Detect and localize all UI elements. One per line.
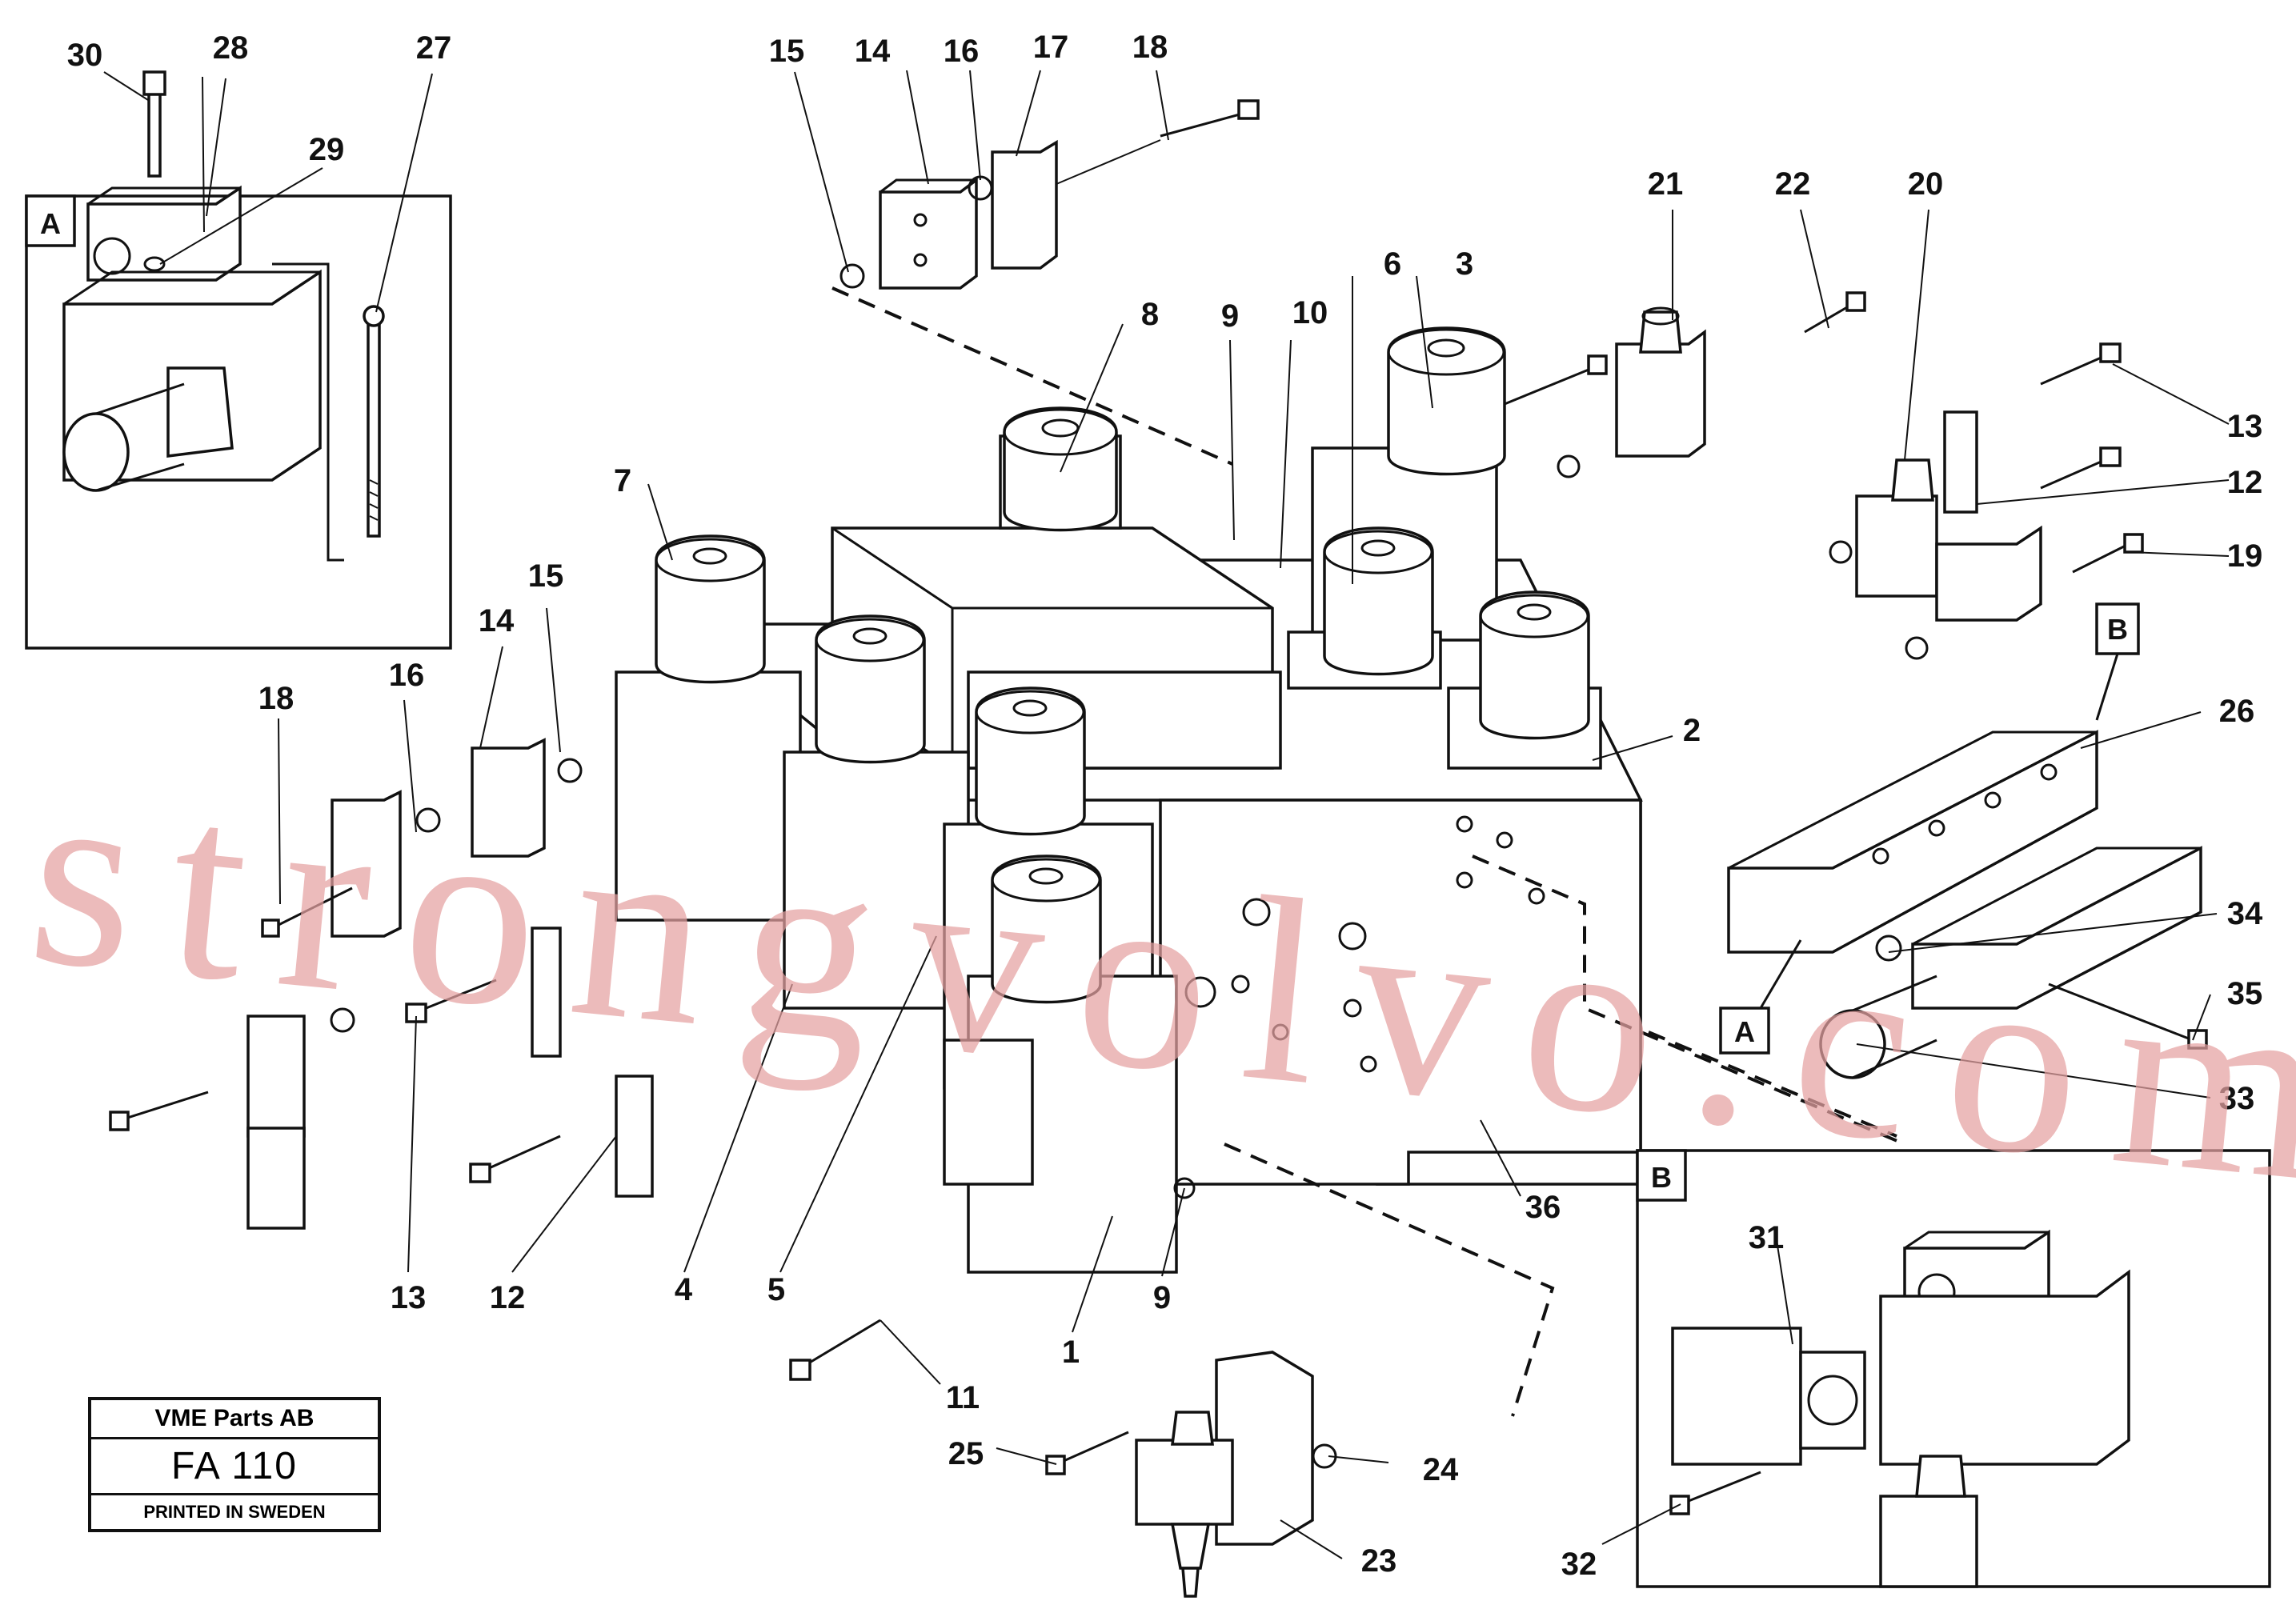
- plate-16-left: [331, 790, 402, 938]
- inset-a: A: [25, 70, 452, 650]
- part-label-13-right: 13: [2227, 409, 2263, 444]
- part-label-6: 6: [1384, 246, 1401, 282]
- right-side-components: B A: [1504, 291, 2208, 1138]
- solenoid-valves: [615, 326, 1602, 1274]
- part-label-11: 11: [946, 1380, 980, 1415]
- inset-a-screw: [147, 86, 162, 178]
- part-label-16-left: 16: [389, 658, 425, 693]
- inset-a-plunger: [62, 412, 130, 492]
- valve-23: [1045, 1351, 1337, 1598]
- inset-a-letter-box: [25, 194, 76, 247]
- part-number-labels: 30 28 29 27 15 14 16 17 18 8 9 10 6 3 21…: [67, 30, 2263, 1582]
- solenoid-valve-6: [1287, 526, 1442, 690]
- part-label-9: 9: [1221, 298, 1239, 334]
- part-label-26: 26: [2219, 694, 2255, 729]
- part-label-35: 35: [2227, 976, 2263, 1011]
- part-label-10: 10: [1292, 295, 1328, 330]
- valve-20: [1855, 494, 1938, 598]
- solenoid-valve-1: [943, 855, 1178, 1274]
- plate-12-mid: [531, 927, 562, 1058]
- part-label-19: 19: [2227, 538, 2263, 574]
- plate-left-b: [246, 1127, 306, 1230]
- part-label-23: 23: [1361, 1543, 1397, 1579]
- inset-a-block: [86, 185, 242, 282]
- part-label-27: 27: [416, 30, 452, 66]
- solenoid-valve-5: [783, 614, 970, 1010]
- part-label-14: 14: [855, 34, 891, 69]
- solenoid-valve-8: [999, 406, 1122, 532]
- actuator-33: [1819, 846, 2202, 1079]
- solenoid-valve-7: [615, 534, 802, 922]
- plate-left-a: [246, 1015, 306, 1138]
- part-label-14-left: 14: [479, 603, 515, 638]
- left-side-parts: [109, 738, 1555, 1417]
- part-label-29: 29: [309, 132, 345, 167]
- part-label-21: 21: [1648, 166, 1684, 202]
- callout-b-box: [2095, 602, 2140, 655]
- inset-b-letter: B: [1651, 1161, 1672, 1194]
- part-label-18-left: 18: [258, 681, 295, 716]
- solenoid-valve-2: [1447, 590, 1602, 770]
- part-label-22: 22: [1775, 166, 1811, 202]
- part-label-30: 30: [67, 38, 103, 73]
- title-block-company: VME Parts AB: [91, 1400, 378, 1439]
- plate-19-block: [1935, 525, 2042, 622]
- leader-lines: [103, 70, 2230, 1559]
- part-label-12-left: 12: [490, 1280, 526, 1315]
- manifold-26: [1727, 730, 2098, 954]
- part-label-12-right: 12: [2227, 465, 2263, 500]
- part-label-2: 2: [1683, 713, 1701, 748]
- inset-b-solenoid: [1671, 1327, 1802, 1466]
- part-label-16: 16: [944, 34, 980, 69]
- title-block-printed: PRINTED IN SWEDEN: [143, 1502, 326, 1522]
- inset-b: B: [1636, 1149, 2271, 1588]
- part-label-7: 7: [614, 463, 631, 498]
- part-label-31: 31: [1749, 1220, 1785, 1255]
- part-label-15: 15: [769, 34, 805, 69]
- inset-a-bolt: [367, 318, 381, 538]
- part-label-25: 25: [948, 1436, 984, 1471]
- part-label-1: 1: [1062, 1335, 1080, 1370]
- valve-21: [1615, 329, 1706, 458]
- part-label-13-left: 13: [391, 1280, 427, 1315]
- title-block: VME Parts AB FA 110 PRINTED IN SWEDEN: [88, 1397, 381, 1532]
- part-label-4: 4: [675, 1272, 693, 1307]
- part-label-8: 8: [1141, 297, 1159, 332]
- part-label-9-lower: 9: [1153, 1280, 1171, 1315]
- inset-a-letter: A: [40, 207, 61, 240]
- callout-a-box: [1719, 1007, 1770, 1055]
- part-label-15-left: 15: [528, 558, 564, 594]
- callout-a-letter: A: [1734, 1015, 1755, 1048]
- manifold-ports: [1184, 815, 1545, 1073]
- inset-b-letter-box: [1636, 1149, 1687, 1202]
- title-block-code: FA 110: [91, 1439, 378, 1495]
- plate-12-right: [1943, 410, 1978, 514]
- part-label-18: 18: [1132, 30, 1168, 65]
- part-label-3: 3: [1456, 246, 1473, 282]
- plate-12-left: [615, 1075, 654, 1198]
- valve-block-14-left: [471, 738, 546, 858]
- manifold-front: [1159, 798, 1642, 1186]
- part-label-33: 33: [2219, 1081, 2255, 1116]
- part-label-28: 28: [213, 30, 249, 66]
- part-label-5: 5: [767, 1272, 785, 1307]
- callout-b-letter: B: [2107, 613, 2128, 646]
- top-sandwich-stack: [831, 99, 1260, 466]
- valve-block-14-top: [879, 177, 978, 290]
- part-label-20: 20: [1908, 166, 1944, 202]
- part-label-34: 34: [2227, 896, 2263, 931]
- plate-17: [991, 139, 1058, 270]
- part-label-32: 32: [1561, 1547, 1597, 1582]
- part-label-17: 17: [1033, 30, 1069, 65]
- part-label-36: 36: [1525, 1190, 1561, 1225]
- part-label-24: 24: [1423, 1452, 1459, 1487]
